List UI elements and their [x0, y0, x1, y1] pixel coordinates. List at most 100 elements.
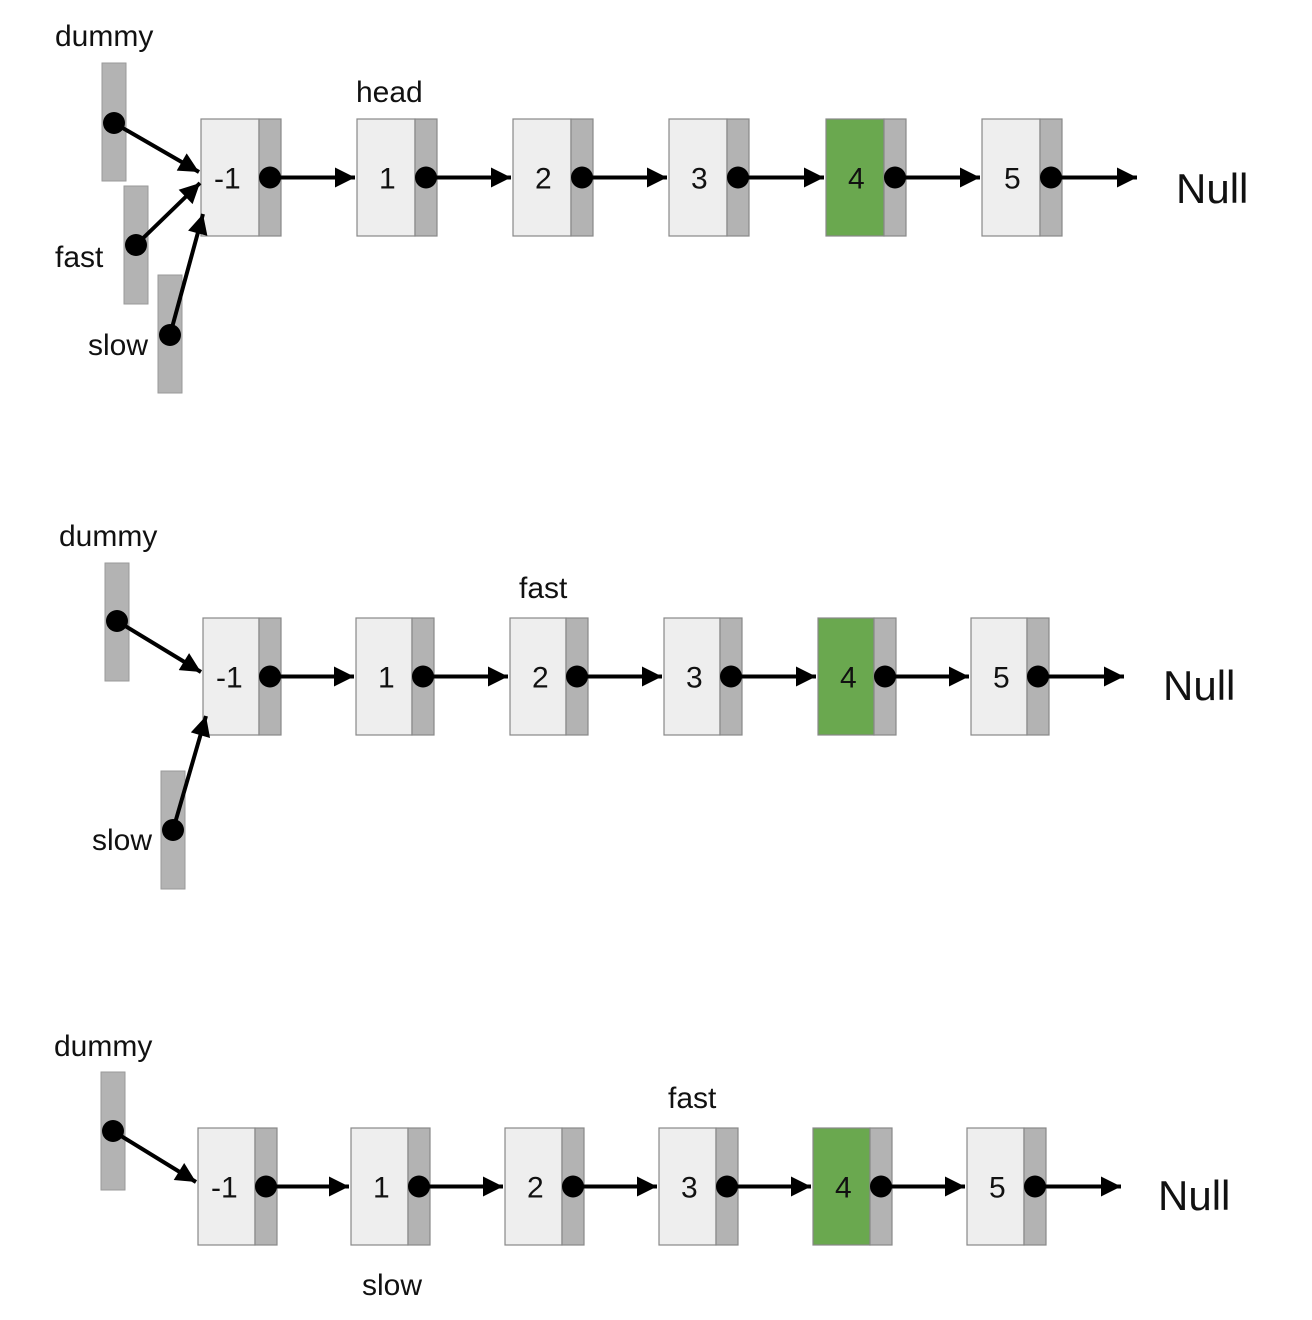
head-label: head	[356, 76, 423, 109]
next-pointer-dot	[562, 1175, 584, 1198]
node-value: 1	[379, 163, 396, 196]
node-value: 3	[691, 163, 708, 196]
list-node: 1	[355, 617, 508, 736]
list-node: 2	[509, 617, 662, 736]
node-value-cell	[509, 617, 567, 736]
dummy-pointer-dot	[103, 112, 125, 134]
node-value: 3	[681, 1172, 698, 1205]
next-pointer-dot	[1024, 1175, 1046, 1198]
next-pointer-dot	[415, 166, 437, 189]
list-node: 2	[512, 118, 667, 237]
null-label: Null	[1158, 1172, 1230, 1219]
node-value: -1	[211, 1172, 238, 1205]
next-pointer-dot	[720, 665, 742, 688]
list-node: -1	[197, 1127, 349, 1246]
dummy-arrow	[111, 1129, 198, 1184]
next-pointer-dot	[571, 166, 593, 189]
next-pointer-dot	[566, 665, 588, 688]
node-value-cell	[970, 617, 1028, 736]
list-node: 1	[350, 1127, 503, 1246]
next-pointer-dot	[870, 1175, 892, 1198]
dummy-pointer-dot	[102, 1120, 124, 1142]
dummy-pointer-dot	[106, 610, 128, 632]
node-value-cell	[966, 1127, 1025, 1246]
node-value: 5	[989, 1172, 1006, 1205]
panel-1: -1 1 2 3 4 5 Null dummy fast slow head	[55, 20, 1248, 394]
node-value-cell	[200, 118, 260, 237]
node-value: 2	[532, 662, 549, 695]
next-pointer-dot	[255, 1175, 277, 1198]
fast-arrow	[134, 181, 202, 247]
node-value: 5	[993, 662, 1010, 695]
node-value-cell	[825, 118, 885, 237]
fast-pointer-dot	[125, 234, 147, 256]
dummy-label: dummy	[55, 20, 153, 53]
next-pointer-dot	[1040, 166, 1062, 189]
node-value: 4	[835, 1172, 852, 1205]
next-pointer-dot	[716, 1175, 738, 1198]
node-value-cell	[202, 617, 260, 736]
list-node: 4	[825, 118, 980, 237]
node-value-cell	[658, 1127, 717, 1246]
node-value: -1	[214, 163, 241, 196]
next-pointer-dot	[259, 665, 281, 688]
list-node: 5	[970, 617, 1124, 736]
null-label: Null	[1176, 165, 1248, 212]
panel-3: -1 1 2 3 4 5 Null dummy fast slow	[54, 1030, 1230, 1302]
next-pointer-dot	[884, 166, 906, 189]
dummy-arrow	[115, 619, 203, 674]
node-value-cell	[663, 617, 721, 736]
node-value-cell	[812, 1127, 871, 1246]
node-value-cell	[981, 118, 1041, 237]
node-value: 1	[373, 1172, 390, 1205]
next-pointer-dot	[874, 665, 896, 688]
node-value-cell	[504, 1127, 563, 1246]
next-pointer-dot	[412, 665, 434, 688]
fast-label: fast	[519, 572, 568, 605]
dummy-label: dummy	[54, 1030, 152, 1063]
list-node: -1	[200, 118, 355, 237]
slow-label: slow	[88, 329, 148, 362]
node-value-cell	[512, 118, 572, 237]
node-value-cell	[355, 617, 413, 736]
slow-pointer-dot	[159, 324, 181, 346]
list-node: 5	[981, 118, 1137, 237]
list-node: 5	[966, 1127, 1121, 1246]
node-value-cell	[817, 617, 875, 736]
slow-pointer-dot	[162, 819, 184, 841]
next-pointer-dot	[259, 166, 281, 189]
next-pointer-dot	[408, 1175, 430, 1198]
node-value-cell	[350, 1127, 409, 1246]
list-node: 3	[658, 1127, 811, 1246]
node-value: 2	[535, 163, 552, 196]
node-value: 3	[686, 662, 703, 695]
null-label: Null	[1163, 662, 1235, 709]
list-node: 1	[356, 118, 511, 237]
dummy-label: dummy	[59, 520, 157, 553]
list-node: 4	[817, 617, 969, 736]
next-pointer-dot	[727, 166, 749, 189]
list-node: 2	[504, 1127, 657, 1246]
node-value: 4	[848, 163, 865, 196]
slow-arrow	[171, 715, 211, 831]
slow-arrow	[168, 213, 208, 336]
node-value: 2	[527, 1172, 544, 1205]
list-node: -1	[202, 617, 354, 736]
dummy-arrow	[113, 121, 200, 174]
node-value: -1	[216, 662, 243, 695]
list-node: 4	[812, 1127, 965, 1246]
next-pointer-dot	[1027, 665, 1049, 688]
node-value: 1	[378, 662, 395, 695]
node-value-cell	[197, 1127, 256, 1246]
fast-label: fast	[668, 1082, 717, 1115]
list-node: 3	[663, 617, 816, 736]
panel-2: -1 1 2 3 4 5 Null dummy fast slow	[59, 520, 1235, 890]
list-node: 3	[668, 118, 824, 237]
slow-label: slow	[92, 824, 152, 857]
node-value: 4	[840, 662, 857, 695]
node-value: 5	[1004, 163, 1021, 196]
fast-label: fast	[55, 241, 104, 274]
slow-label: slow	[362, 1269, 422, 1302]
